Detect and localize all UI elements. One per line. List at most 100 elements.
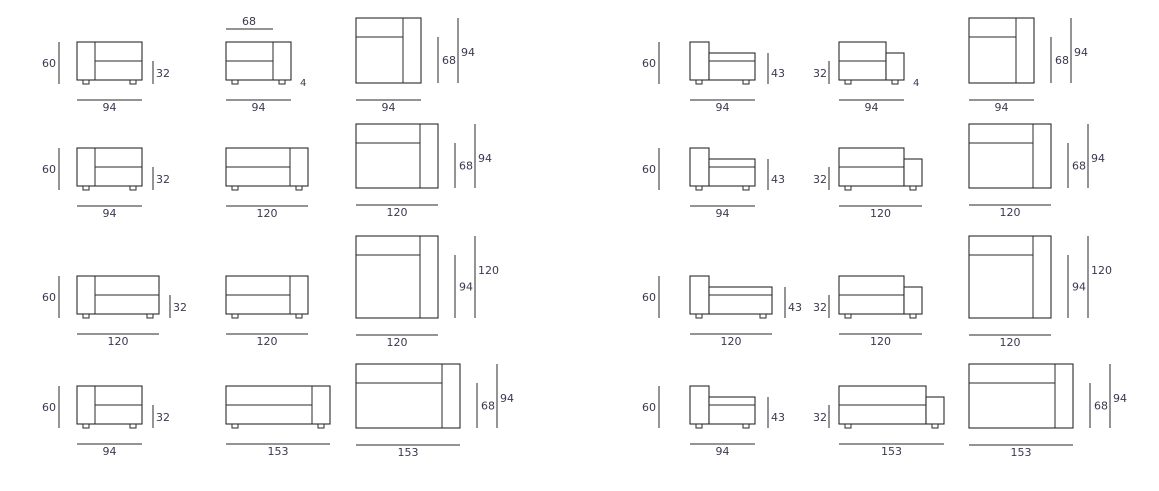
foot: [295, 185, 303, 191]
width-label: 153: [398, 446, 419, 459]
module-footprint: [968, 17, 1035, 84]
width-label: 120: [387, 336, 408, 349]
width-label: 120: [870, 335, 891, 348]
inner-depth-label: 68: [1055, 54, 1069, 67]
chaise-end: [925, 396, 945, 425]
width-label: 153: [881, 445, 902, 458]
foot: [742, 423, 750, 429]
foot: [295, 313, 303, 319]
width-label: 120: [387, 206, 408, 219]
seat-height-label: 32: [173, 301, 187, 314]
foot: [909, 313, 917, 319]
width-label: 120: [108, 335, 129, 348]
left-front-view-row-2: 60 32 94: [42, 147, 170, 220]
width-label: 153: [268, 445, 289, 458]
width-label: 153: [1011, 446, 1032, 459]
height-label: 60: [642, 401, 656, 414]
outer-depth-label: 94: [1113, 392, 1127, 405]
foot: [231, 185, 239, 191]
outer-depth-label: 94: [461, 46, 475, 59]
right-side-view-row-2: 32 120: [813, 147, 923, 220]
backrest: [689, 275, 710, 315]
width-label: 94: [995, 101, 1009, 114]
seat-height-label: 43: [771, 411, 785, 424]
left-top-view-row-4: 68 94 153: [355, 363, 514, 459]
module-footprint: [355, 17, 422, 84]
width-label: 94: [382, 101, 396, 114]
chaise-seat: [708, 158, 756, 187]
seat-height-label: 32: [156, 67, 170, 80]
width-label: 120: [870, 207, 891, 220]
height-label: 60: [42, 401, 56, 414]
left-side-view-row-2: 120: [225, 147, 309, 220]
foot: [909, 185, 917, 191]
inner-depth-label: 68: [1072, 160, 1086, 173]
chaise-seat: [708, 286, 773, 315]
chaise-end: [885, 52, 905, 81]
left-top-view-row-2: 68 94 120: [355, 123, 492, 219]
foot: [231, 423, 239, 429]
foot: [129, 185, 137, 191]
left-side-view-row-3: 120: [225, 275, 309, 348]
foot: [695, 313, 703, 319]
backrest: [689, 147, 710, 187]
inner-depth-label: 68: [459, 160, 473, 173]
seat-height-label: 32: [813, 301, 827, 314]
left-top-view-row-1: 68 94 94: [355, 17, 475, 114]
foot: [844, 79, 852, 85]
foot: [129, 423, 137, 429]
foot: [278, 79, 286, 85]
width-label: 94: [103, 207, 117, 220]
foot-height-label: 4: [300, 78, 306, 89]
chaise-seat: [708, 52, 756, 81]
outer-depth-label: 94: [478, 152, 492, 165]
foot: [231, 313, 239, 319]
height-label: 60: [642, 291, 656, 304]
width-label: 94: [103, 101, 117, 114]
seat-height-label: 32: [813, 67, 827, 80]
module-footprint: [968, 363, 1074, 429]
backrest: [689, 41, 710, 81]
module-footprint: [968, 123, 1052, 189]
height-label: 60: [42, 163, 56, 176]
seat-height-label: 32: [156, 173, 170, 186]
inner-depth-label: 68: [442, 54, 456, 67]
outer-depth-label: 94: [500, 392, 514, 405]
outer-depth-label: 120: [1091, 264, 1112, 277]
foot: [317, 423, 325, 429]
width-label: 94: [716, 207, 730, 220]
foot: [695, 423, 703, 429]
module-footprint: [355, 123, 439, 189]
right-side-view-row-3: 32 120: [813, 275, 923, 348]
seat-height-label: 32: [813, 173, 827, 186]
foot: [82, 423, 90, 429]
chaise-end: [903, 158, 923, 187]
width-label: 120: [1000, 206, 1021, 219]
right-front-view-row-3: 60 43 120: [642, 275, 802, 348]
height-label: 60: [42, 291, 56, 304]
inner-depth-label: 94: [1072, 281, 1086, 294]
chaise-end: [903, 286, 923, 315]
module-footprint: [355, 235, 439, 319]
width-label: 120: [257, 207, 278, 220]
foot: [742, 79, 750, 85]
foot: [129, 79, 137, 85]
inner-depth-label: 68: [481, 400, 495, 413]
chaise-seat: [708, 396, 756, 425]
module-footprint: [968, 235, 1052, 319]
seat-height-label: 43: [788, 301, 802, 314]
width-label: 120: [721, 335, 742, 348]
width-label: 94: [252, 101, 266, 114]
seat-height-label: 32: [156, 411, 170, 424]
